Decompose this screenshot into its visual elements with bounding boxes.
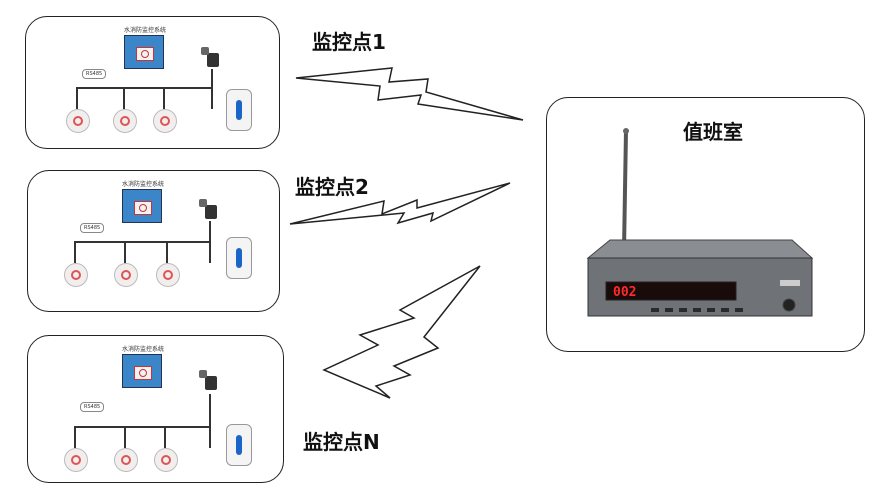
bus-drop bbox=[74, 241, 76, 263]
alarm-button-icon bbox=[114, 448, 138, 472]
panel-title: 水消防监控系统 bbox=[122, 346, 165, 353]
label-monitoring-point-n: 监控点N bbox=[303, 430, 380, 454]
bus-drop bbox=[164, 426, 166, 448]
monitoring-point-1-box: 水消防监控系统 RS485 bbox=[25, 16, 280, 149]
power-adapter-icon bbox=[199, 370, 217, 390]
label-monitoring-point-1: 监控点1 bbox=[312, 30, 386, 54]
alarm-button-icon bbox=[113, 109, 137, 133]
alarm-button-icon bbox=[153, 109, 177, 133]
alarm-button-icon bbox=[114, 263, 138, 287]
antenna-icon bbox=[622, 129, 628, 251]
no-smoking-sign-icon bbox=[136, 47, 154, 61]
front-key bbox=[721, 308, 729, 312]
label-duty-room: 值班室 bbox=[683, 120, 743, 144]
alarm-button-icon bbox=[64, 448, 88, 472]
bus-drop bbox=[123, 87, 125, 109]
no-smoking-sign-icon bbox=[134, 366, 152, 380]
receiver-top bbox=[586, 239, 814, 259]
bus-drop bbox=[211, 69, 213, 109]
bus-drop bbox=[209, 394, 211, 448]
wireless-transmitter-icon bbox=[226, 424, 252, 466]
front-key bbox=[707, 308, 715, 312]
lightning-bolt-icon bbox=[295, 67, 524, 121]
alarm-button-icon bbox=[64, 263, 88, 287]
no-smoking-sign-icon bbox=[134, 201, 152, 215]
alarm-panel bbox=[124, 35, 164, 69]
signal-bus bbox=[74, 426, 211, 428]
alarm-button-icon bbox=[66, 109, 90, 133]
lightning-bolt-icon bbox=[322, 265, 481, 399]
lightning-bolt-icon bbox=[289, 182, 511, 225]
led-display bbox=[605, 281, 737, 301]
receiver-badge bbox=[780, 280, 800, 286]
alarm-button-icon bbox=[156, 263, 180, 287]
receiver-device: 002 bbox=[586, 128, 814, 317]
power-button-icon bbox=[782, 298, 796, 312]
bus-drop bbox=[166, 241, 168, 263]
led-readout: 002 bbox=[613, 285, 636, 300]
front-key bbox=[651, 308, 659, 312]
panel-title: 水消防监控系统 bbox=[124, 27, 167, 34]
signal-bus bbox=[76, 87, 213, 89]
bus-drop bbox=[124, 241, 126, 263]
signal-bus bbox=[74, 241, 211, 243]
front-key bbox=[679, 308, 687, 312]
alarm-panel bbox=[122, 189, 162, 223]
bus-drop bbox=[74, 426, 76, 448]
panel-title: 水消防监控系统 bbox=[122, 181, 165, 188]
alarm-panel bbox=[122, 354, 162, 388]
bus-drop bbox=[209, 221, 211, 263]
front-key bbox=[735, 308, 743, 312]
bus-drop bbox=[76, 87, 78, 109]
rs485-callout: RS485 bbox=[82, 69, 107, 79]
monitoring-point-2-box: 水消防监控系统 RS485 bbox=[27, 170, 280, 312]
alarm-button-icon bbox=[154, 448, 178, 472]
rs485-callout: RS485 bbox=[80, 402, 105, 412]
rs485-callout: RS485 bbox=[80, 223, 105, 233]
bus-drop bbox=[163, 87, 165, 109]
wireless-transmitter-icon bbox=[226, 89, 252, 131]
power-adapter-icon bbox=[199, 199, 217, 219]
wireless-transmitter-icon bbox=[226, 237, 252, 279]
monitoring-point-n-box: 水消防监控系统 RS485 bbox=[27, 335, 284, 483]
front-key bbox=[693, 308, 701, 312]
power-adapter-icon bbox=[201, 47, 219, 67]
front-key bbox=[665, 308, 673, 312]
bus-drop bbox=[124, 426, 126, 448]
label-monitoring-point-2: 监控点2 bbox=[295, 175, 369, 199]
antenna-tip bbox=[623, 128, 629, 134]
